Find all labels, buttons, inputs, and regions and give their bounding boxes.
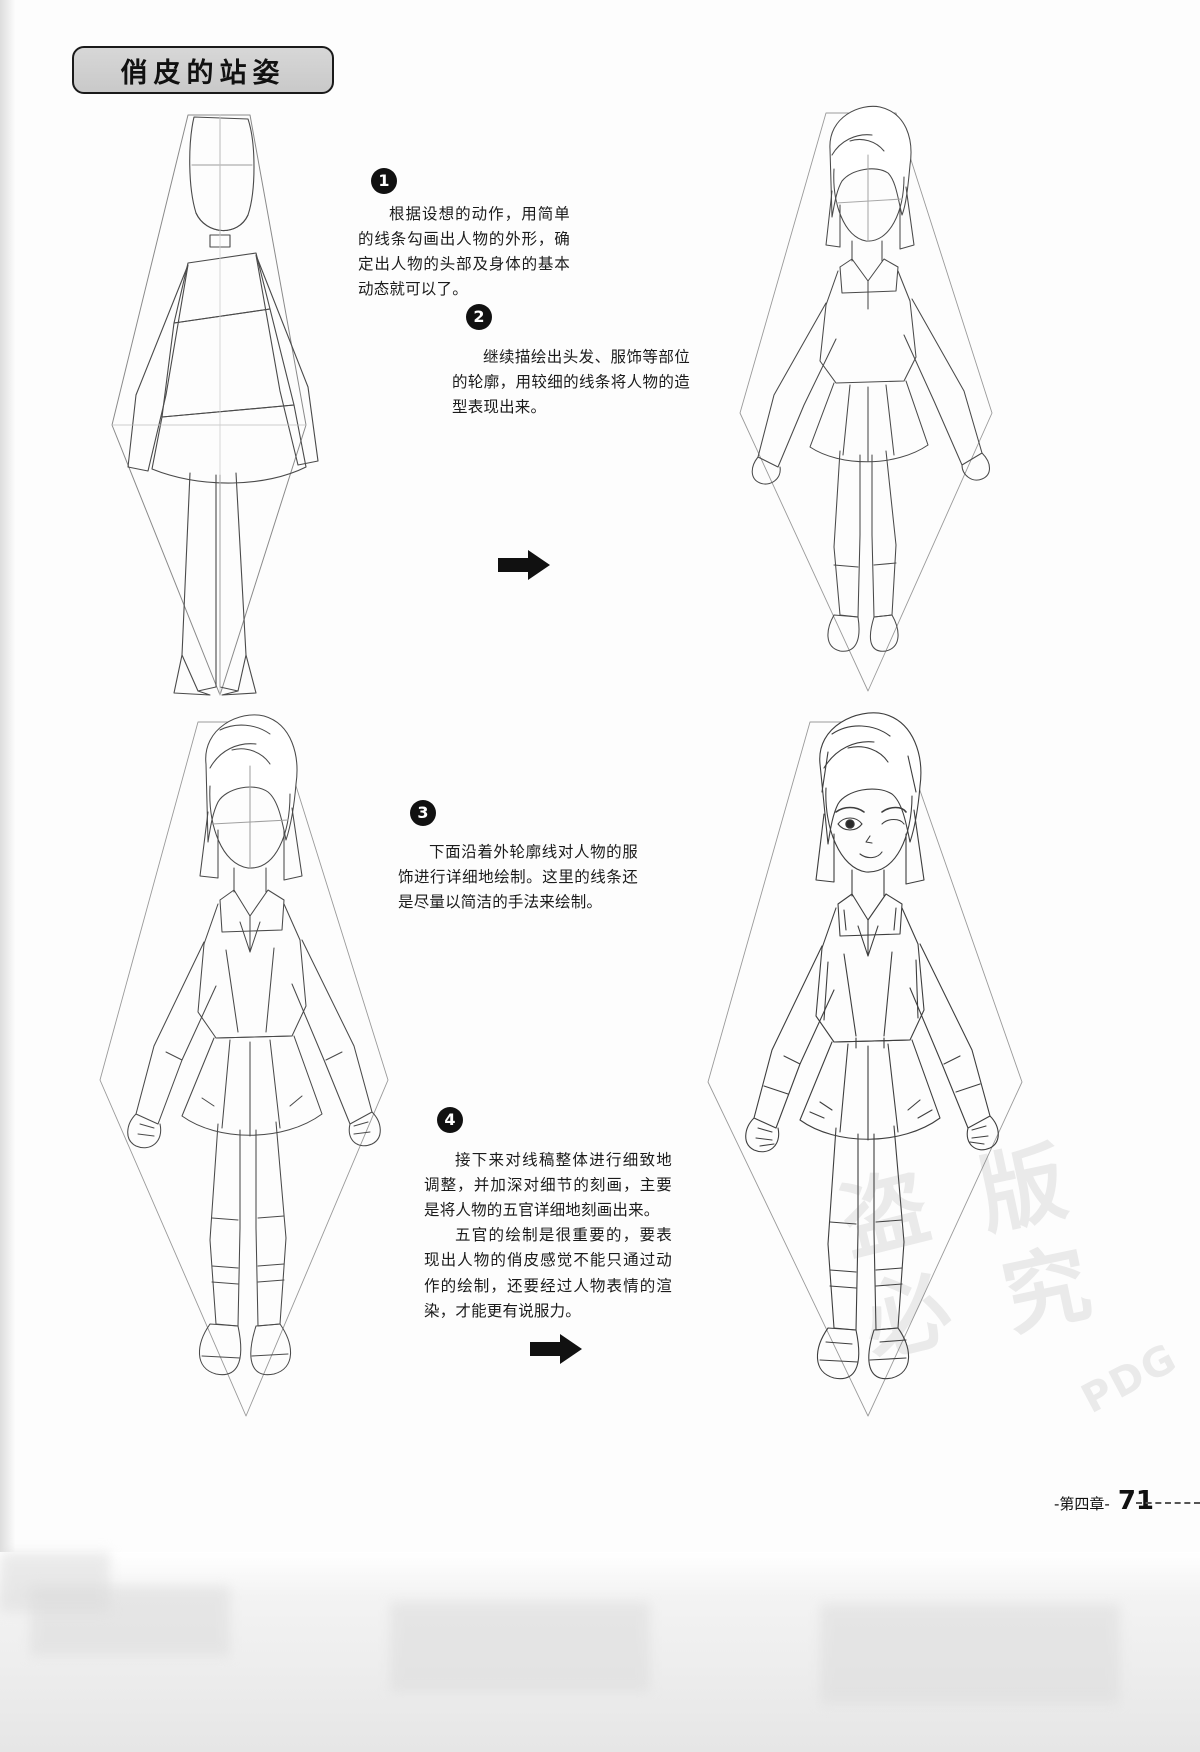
page-title-plaque: 俏皮的站姿: [72, 46, 334, 94]
arrow-bottom: [528, 1332, 584, 1366]
page-title: 俏皮的站姿: [120, 57, 286, 89]
step-text-2: 继续描绘出头发、服饰等部位的轮廓，用较细的线条将人物的造型表现出来。: [452, 345, 690, 420]
footer-dashed-rule: [1136, 1502, 1200, 1504]
step-marker-4: 4: [437, 1107, 463, 1133]
figure-step-1: [70, 95, 370, 715]
step-marker-3: 3: [410, 800, 436, 826]
step-text-4-paragraph-1: 接下来对线稿整体进行细致地调整，并加深对细节的刻画，主要是将人物的五官详细地刻画…: [424, 1151, 672, 1220]
step-text-1: 根据设想的动作，用简单的线条勾画出人物的外形，确定出人物的头部及身体的基本动态就…: [358, 202, 570, 302]
watermark-pdg: PDG: [1073, 1334, 1185, 1423]
scan-edge-shadow: [0, 0, 16, 1752]
scan-artifact-3: [820, 1604, 1120, 1704]
step-text-3-paragraph: 下面沿着外轮廓线对人物的服饰进行详细地绘制。这里的线条还是尽量以简洁的手法来绘制…: [398, 843, 638, 912]
step-marker-2: 2: [466, 304, 492, 330]
footer-page-number: 71: [1117, 1486, 1154, 1516]
footer-chapter: -第四章-: [1053, 1495, 1110, 1513]
step-text-3: 下面沿着外轮廓线对人物的服饰进行详细地绘制。这里的线条还是尽量以简洁的手法来绘制…: [398, 840, 638, 915]
scan-artifact-4: [0, 1552, 110, 1612]
step-text-1-paragraph: 根据设想的动作，用简单的线条勾画出人物的外形，确定出人物的头部及身体的基本动态就…: [358, 205, 570, 299]
step-text-4-paragraph-2: 五官的绘制是很重要的，要表现出人物的俏皮感觉不能只通过动作的绘制，还要经过人物表…: [424, 1226, 672, 1320]
step-text-2-paragraph: 继续描绘出头发、服饰等部位的轮廓，用较细的线条将人物的造型表现出来。: [452, 348, 690, 417]
figure-step-4: [660, 700, 1060, 1430]
figure-step-3: [70, 700, 420, 1430]
arrow-top: [496, 548, 552, 582]
step-text-4: 接下来对线稿整体进行细致地调整，并加深对细节的刻画，主要是将人物的五官详细地刻画…: [424, 1148, 672, 1324]
scan-artifact-2: [390, 1602, 650, 1692]
figure-step-2: [700, 95, 1030, 705]
step-marker-1: 1: [371, 168, 397, 194]
page-footer: -第四章- 71: [1054, 1486, 1154, 1516]
